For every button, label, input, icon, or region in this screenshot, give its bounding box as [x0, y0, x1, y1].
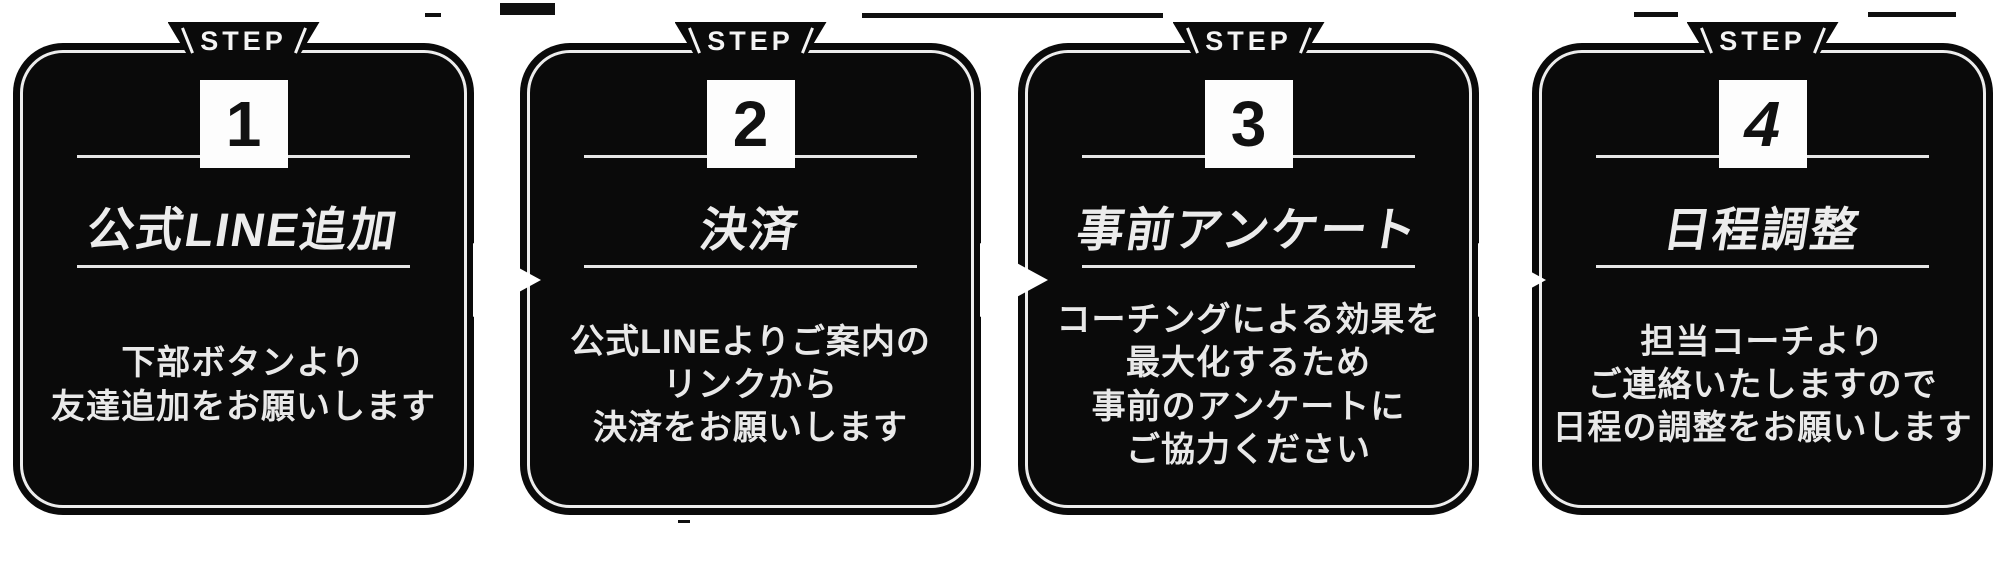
- step-banner: STEP: [674, 22, 827, 60]
- next-step-arrow-icon: [473, 243, 541, 317]
- step-description: 下部ボタンより 友達追加をお願いします: [51, 344, 436, 426]
- step-number-box: 2: [706, 80, 795, 168]
- step-banner: STEP: [167, 22, 320, 60]
- banner-left-slash-icon: [687, 27, 701, 54]
- banner-left-slash-icon: [1185, 27, 1199, 54]
- banner-right-slash-icon: [293, 27, 307, 54]
- step-title: 事前アンケート: [1073, 203, 1423, 256]
- next-step-arrow-icon: [1478, 243, 1546, 317]
- step-number: 3: [1230, 88, 1267, 160]
- banner-right-slash-icon: [1298, 27, 1312, 54]
- step-title: 日程調整: [1659, 203, 1865, 256]
- title-divider-line: [1082, 265, 1415, 268]
- step-number-box: 3: [1204, 80, 1293, 168]
- step-banner: STEP: [1686, 22, 1839, 60]
- scan-artifact: [862, 13, 1163, 18]
- banner-right-slash-icon: [1812, 27, 1826, 54]
- step-card-1: STEP 1 公式LINE追加 下部ボタンより 友達追加をお願いします: [13, 22, 474, 515]
- step-title: 公式LINE追加: [83, 203, 403, 256]
- title-divider-line: [1596, 265, 1929, 268]
- banner-left-slash-icon: [1699, 27, 1713, 54]
- step-description: 担当コーチより ご連絡いたしますので 日程の調整をお願いします: [1552, 322, 1973, 448]
- scan-artifact: [1634, 12, 1678, 17]
- scan-artifact: [500, 3, 555, 15]
- step-badge-label: STEP: [1205, 25, 1292, 56]
- scan-artifact: [1868, 12, 1956, 17]
- scan-artifact: [425, 13, 441, 17]
- step-description: コーチングによる効果を 最大化するため 事前のアンケートに ご協力ください: [1056, 301, 1441, 469]
- step-number: 2: [732, 88, 769, 160]
- step-badge-label: STEP: [707, 25, 794, 56]
- title-divider-line: [584, 265, 917, 268]
- title-divider-line: [77, 265, 410, 268]
- step-card-2: STEP 2 決済 公式LINEよりご案内の リンクから 決済をお願いします: [520, 22, 981, 515]
- step-number: 4: [1737, 88, 1788, 160]
- step-card-3: STEP 3 事前アンケート コーチングによる効果を 最大化するため 事前のアン…: [1018, 22, 1479, 515]
- banner-left-slash-icon: [180, 27, 194, 54]
- banner-right-slash-icon: [800, 27, 814, 54]
- step-banner: STEP: [1172, 22, 1325, 60]
- step-description: 公式LINEよりご案内の リンクから 決済をお願いします: [570, 322, 931, 448]
- step-card-4: STEP 4 日程調整 担当コーチより ご連絡いたしますので 日程の調整をお願い…: [1532, 22, 1993, 515]
- step-number: 1: [225, 88, 262, 160]
- scan-artifact: [678, 520, 690, 523]
- step-number-box: 4: [1718, 80, 1807, 168]
- step-number-box: 1: [199, 80, 288, 168]
- step-badge-label: STEP: [200, 25, 287, 56]
- step-title: 決済: [696, 203, 804, 256]
- step-badge-label: STEP: [1719, 25, 1806, 56]
- next-step-arrow-icon: [980, 243, 1048, 317]
